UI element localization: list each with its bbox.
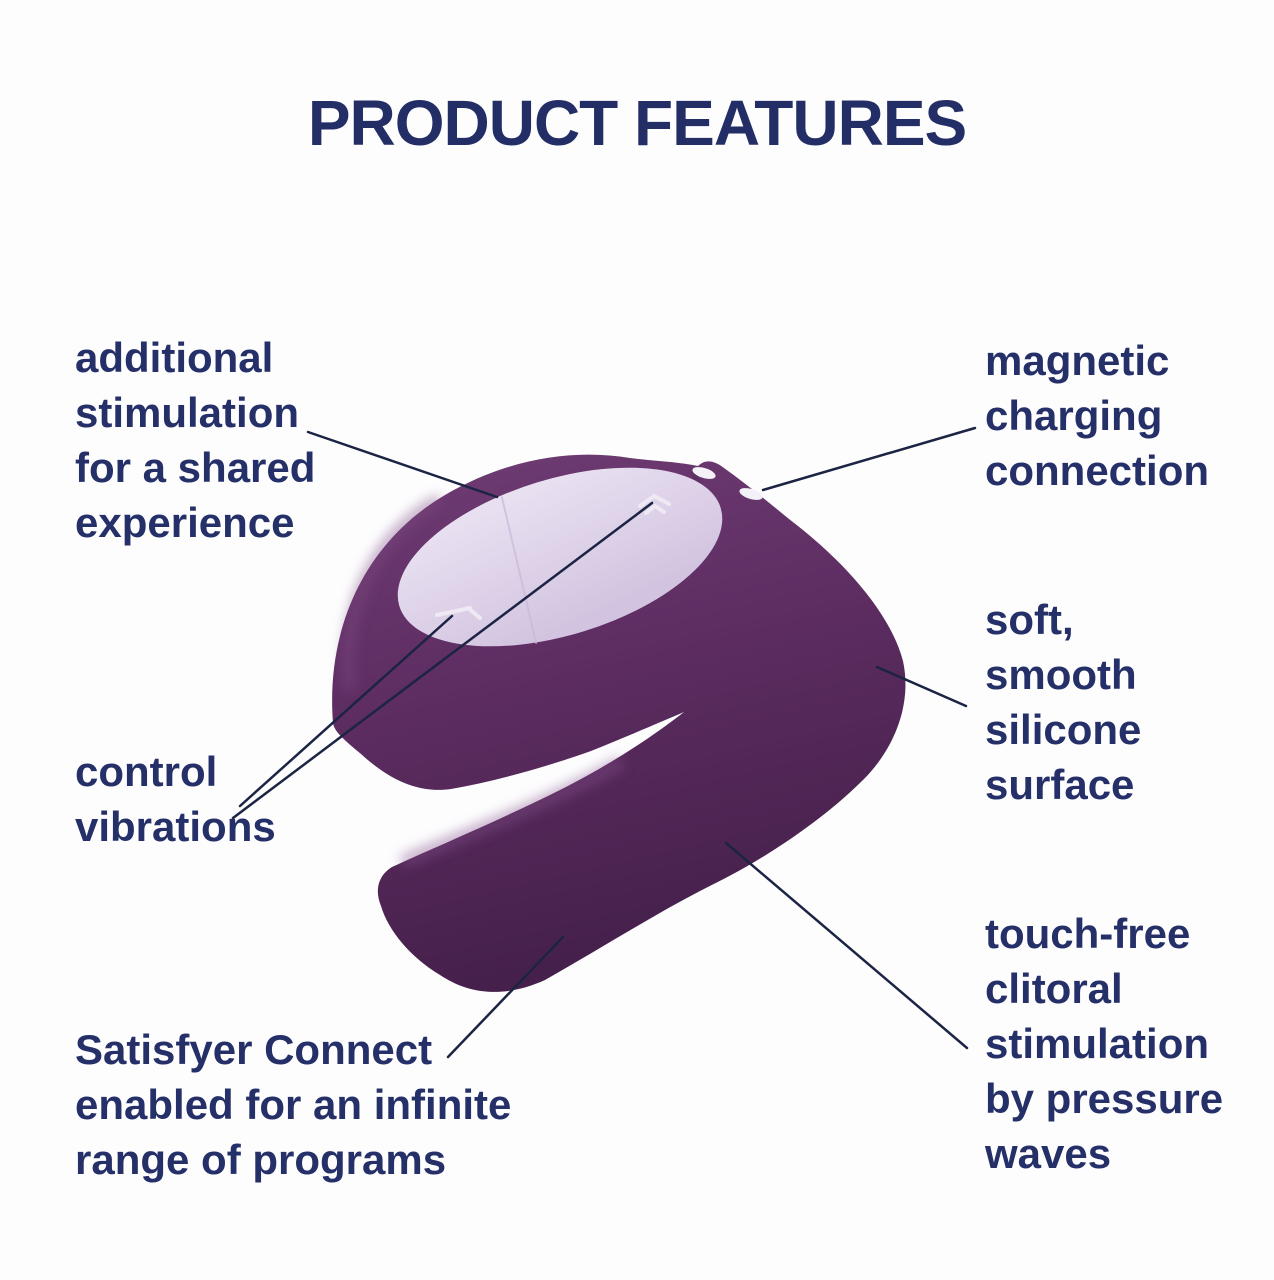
feature-label-touch-free-stimulation: touch-free clitoral stimulation by press… (985, 910, 1224, 1177)
leader-line-magnetic-charging (761, 426, 977, 492)
plus-button-icon (638, 493, 671, 515)
panel-seam (500, 496, 538, 644)
feature-label-soft-silicone: soft, smooth silicone surface (985, 596, 1142, 808)
leader-line-control-minus (238, 614, 454, 808)
charging-contact-dot (692, 467, 716, 479)
feature-label-satisfyer-connect: Satisfyer Connect enabled for an infinit… (75, 1026, 512, 1183)
feature-label-magnetic-charging: magnetic charging connection (985, 337, 1210, 494)
feature-label-control-vibrations: control vibrations (75, 748, 276, 850)
leader-line-soft-silicone (875, 665, 968, 708)
body-highlight-arm (399, 756, 625, 868)
leader-line-touch-free (724, 841, 969, 1050)
leader-line-control-plus (231, 501, 654, 820)
charging-contact-dot (739, 488, 763, 500)
minus-button-icon (435, 606, 482, 620)
page-title: PRODUCT FEATURES (307, 87, 967, 159)
leader-line-satisfyer-connect (446, 935, 565, 1059)
body-highlight-left (342, 494, 443, 691)
leader-line-additional-stimulation (306, 430, 499, 499)
feature-label-additional-stimulation: additional stimulation for a shared expe… (75, 334, 316, 546)
